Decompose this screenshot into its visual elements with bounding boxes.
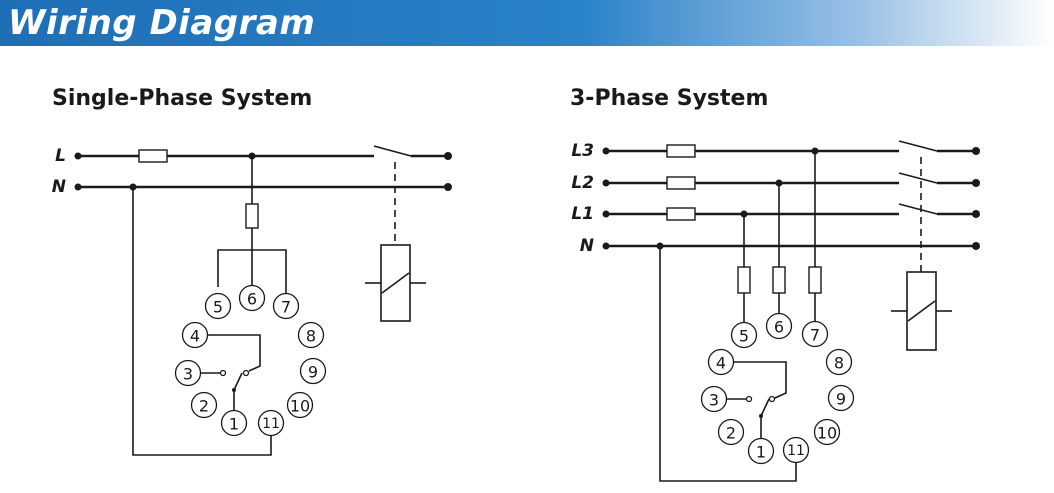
page-title: Wiring Diagram: [8, 3, 316, 43]
terminal-dot: [444, 152, 452, 160]
neutral-return-wire: [659, 246, 797, 482]
fuse: [808, 266, 822, 294]
fuse: [772, 266, 786, 294]
svg-text:5: 5: [739, 327, 749, 346]
fuse: [245, 203, 259, 229]
contact-terminal: [745, 395, 753, 403]
relay-pin-1: 1: [220, 409, 248, 437]
relay-contact: [898, 172, 938, 184]
relay-pin-6: 6: [765, 312, 793, 340]
svg-text:7: 7: [281, 298, 291, 317]
relay-pin-11: 11: [257, 409, 285, 437]
svg-text:11: 11: [262, 416, 280, 432]
svg-text:8: 8: [306, 327, 316, 346]
relay-switch: [760, 398, 770, 417]
relay-pin-9: 9: [827, 384, 855, 412]
coil-symbol: [381, 272, 410, 294]
bridge-wire: [217, 249, 287, 294]
relay-pin-5: 5: [204, 292, 232, 320]
terminal-dot: [972, 147, 980, 155]
three-phase-diagram: L3 L2 L1 N: [571, 140, 980, 482]
relay-pin-8: 8: [297, 321, 325, 349]
svg-text:4: 4: [716, 354, 726, 373]
svg-text:5: 5: [213, 298, 223, 317]
svg-text:6: 6: [774, 318, 784, 337]
switch-pivot: [759, 414, 763, 418]
switch-pivot: [232, 388, 236, 392]
svg-text:1: 1: [756, 443, 766, 462]
fuse: [666, 207, 696, 221]
relay-pin-3: 3: [700, 385, 728, 413]
relay-contact: [898, 203, 938, 215]
svg-text:3: 3: [183, 365, 193, 384]
line-label-l1: L1: [571, 204, 594, 224]
relay-pin-7: 7: [272, 292, 300, 320]
single-phase-diagram: L N 5 6: [52, 145, 452, 456]
neutral-return-wire: [132, 187, 272, 456]
line-label-n: N: [580, 236, 594, 256]
svg-text:3: 3: [709, 391, 719, 410]
line-label-l2: L2: [571, 173, 594, 193]
svg-text:7: 7: [810, 326, 820, 345]
svg-text:9: 9: [308, 363, 318, 382]
svg-text:8: 8: [834, 354, 844, 373]
relay-pin-5: 5: [730, 321, 758, 349]
header-banner: Wiring Diagram: [0, 0, 1054, 46]
relay-pin-4: 4: [181, 321, 209, 349]
terminal-dot: [972, 179, 980, 187]
single-phase-title: Single-Phase System: [52, 86, 313, 111]
line-label-n: N: [52, 177, 66, 197]
svg-text:1: 1: [229, 415, 239, 434]
relay-pin-2: 2: [717, 418, 745, 446]
svg-text:4: 4: [190, 327, 200, 346]
fuse: [666, 144, 696, 158]
relay-pin-10: 10: [286, 391, 314, 419]
line-label-l: L: [55, 146, 66, 166]
svg-text:2: 2: [726, 424, 736, 443]
contact-wire: [734, 361, 787, 399]
fuse: [666, 176, 696, 190]
contact-terminal: [768, 395, 776, 403]
line-label-l3: L3: [571, 141, 594, 161]
relay-pin-1: 1: [747, 437, 775, 465]
relay-pin-9: 9: [299, 357, 327, 385]
svg-text:10: 10: [290, 397, 310, 416]
relay-pin-3: 3: [174, 359, 202, 387]
relay-pin-7: 7: [801, 320, 829, 348]
svg-text:10: 10: [817, 424, 837, 443]
svg-text:9: 9: [836, 390, 846, 409]
relay-pin-11: 11: [782, 436, 810, 464]
relay-pin-10: 10: [813, 418, 841, 446]
coil-symbol: [907, 300, 936, 322]
terminal-dot: [444, 183, 452, 191]
contact-terminal: [219, 369, 227, 377]
terminal-dot: [972, 210, 980, 218]
relay-contact: [898, 140, 938, 152]
relay-pin-8: 8: [825, 348, 853, 376]
fuse: [138, 149, 168, 163]
relay-pin-4: 4: [707, 348, 735, 376]
terminal-dot: [972, 242, 980, 250]
contact-wire: [208, 334, 261, 372]
contact-terminal: [242, 369, 250, 377]
relay-pin-6: 6: [238, 284, 266, 312]
svg-text:11: 11: [787, 443, 805, 459]
svg-text:2: 2: [199, 397, 209, 416]
relay-contact: [373, 145, 412, 157]
relay-pin-2: 2: [190, 391, 218, 419]
fuse: [737, 266, 751, 294]
three-phase-title: 3-Phase System: [570, 86, 769, 111]
svg-text:6: 6: [247, 290, 257, 309]
relay-switch: [233, 372, 243, 391]
